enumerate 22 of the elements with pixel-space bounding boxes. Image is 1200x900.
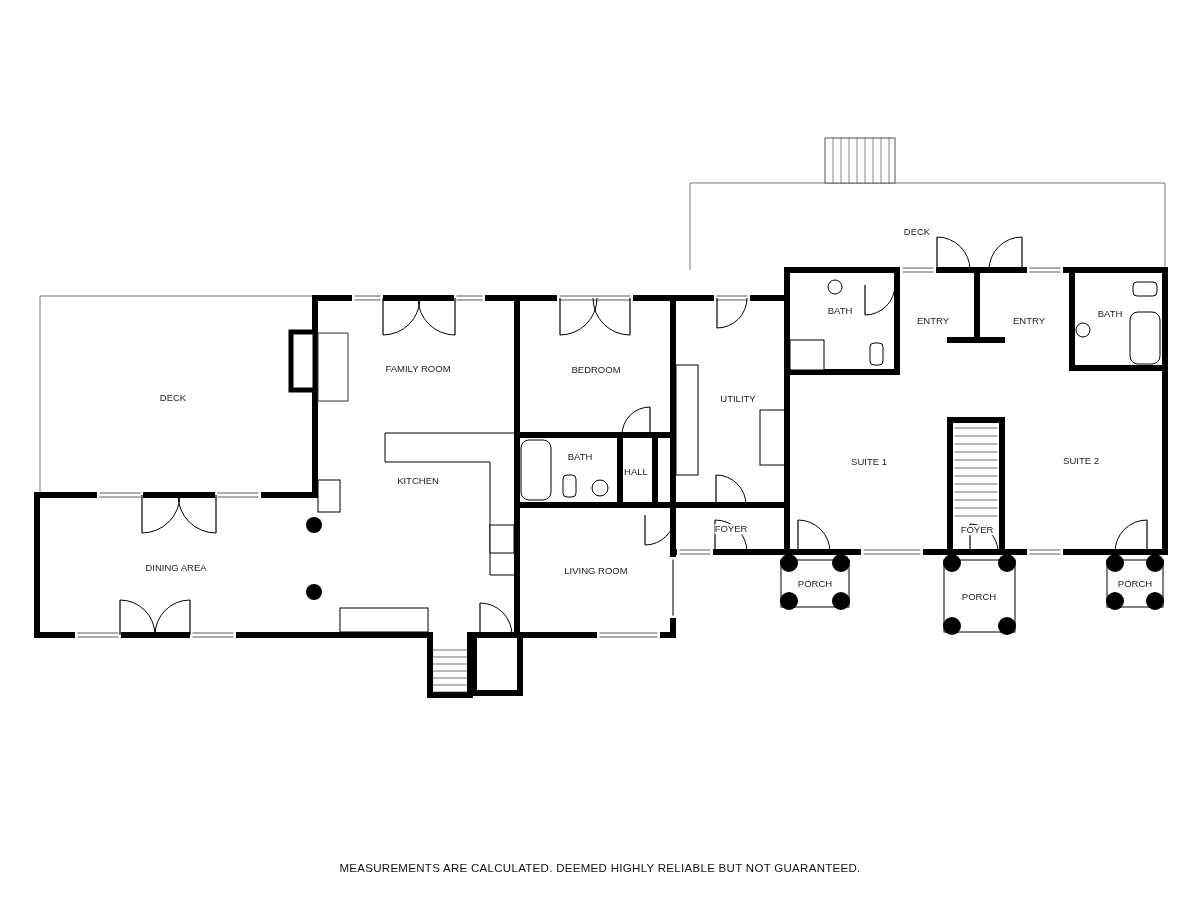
room-label: FOYER [714, 524, 748, 534]
room-label: ENTRY [1013, 316, 1045, 326]
room-label: LIVING ROOM [564, 566, 628, 576]
room-label: KITCHEN [397, 476, 439, 486]
room-label: SUITE 1 [851, 457, 887, 467]
room-label: HALL [624, 467, 648, 477]
room-label: PORCH [1117, 579, 1153, 589]
room-label: SUITE 2 [1063, 456, 1099, 466]
room-label: DECK [159, 393, 187, 403]
room-label: DECK [903, 227, 931, 237]
disclaimer-caption: MEASUREMENTS ARE CALCULATED. DEEMED HIGHLY RELIABLE BUT NOT GUARANTEED. [338, 862, 862, 874]
room-label: BEDROOM [571, 365, 621, 375]
room-label: UTILITY [720, 394, 756, 404]
room-label: FOYER [960, 525, 994, 535]
room-label: PORCH [961, 592, 997, 602]
room-label: BATH [1097, 309, 1123, 319]
room-label: DINING AREA [145, 563, 207, 573]
room-label: BATH [827, 306, 853, 316]
room-label: FAMILY ROOM [385, 364, 451, 374]
room-label: PORCH [797, 579, 833, 589]
room-label: ENTRY [917, 316, 949, 326]
room-label: BATH [567, 452, 593, 462]
